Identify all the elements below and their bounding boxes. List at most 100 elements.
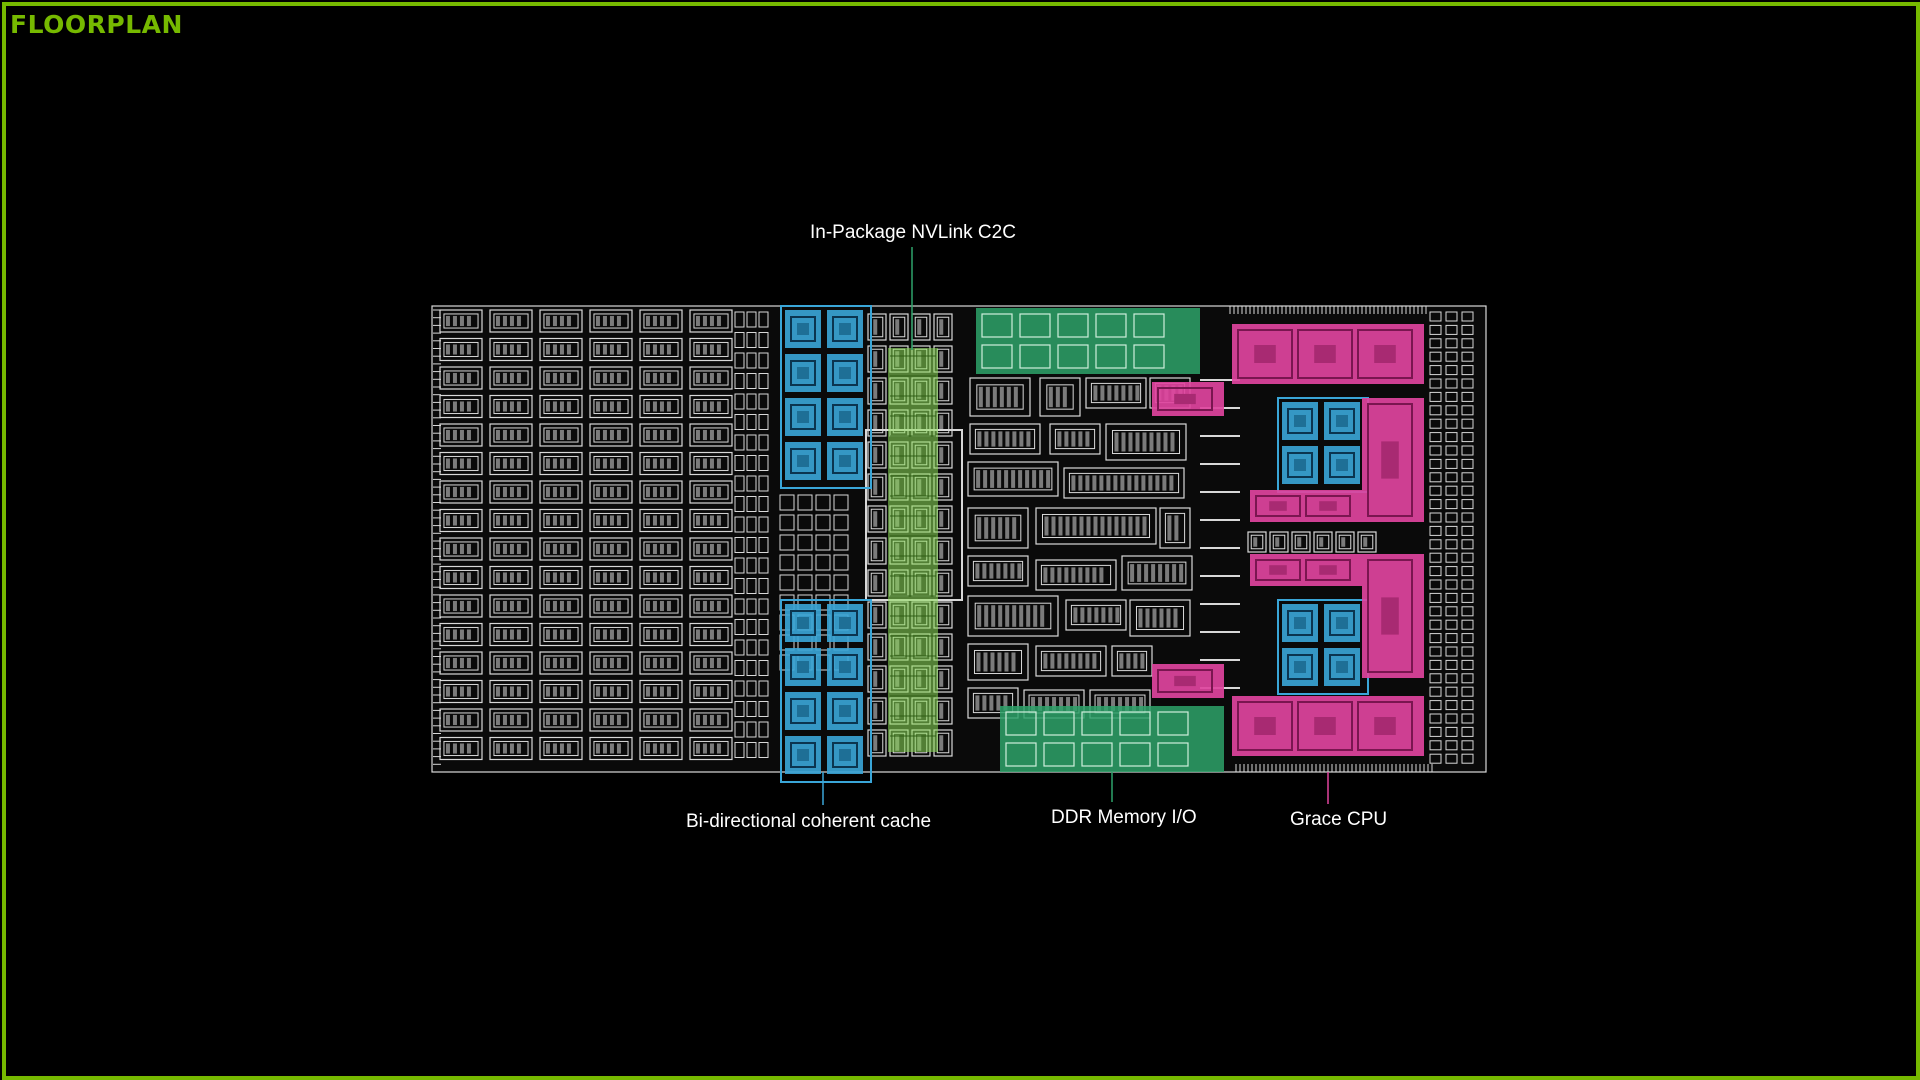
edge-io-cell (1445, 566, 1458, 577)
circuit-cell (1114, 516, 1119, 536)
circuit-block (867, 345, 887, 373)
edge-io-cell (1429, 713, 1442, 724)
circuit-block (589, 309, 633, 333)
circuit-block (1105, 423, 1187, 461)
edge-io-cell (1429, 619, 1442, 630)
circuit-cell (992, 386, 997, 408)
circuit-cell (873, 671, 878, 687)
circuit-cell (1165, 564, 1170, 582)
circuit-block (1121, 555, 1193, 591)
io-cell (734, 373, 745, 389)
circuit-block (589, 651, 633, 675)
circuit-block (539, 736, 583, 761)
edge-io-cell (1461, 512, 1474, 523)
edge-io-cell (1461, 753, 1474, 764)
io-cell (758, 352, 769, 369)
cache-label: Bi-directional coherent cache (686, 811, 932, 832)
ddr-cell (1095, 313, 1127, 338)
circuit-block-inner (543, 598, 579, 614)
circuit-cell (702, 629, 707, 640)
circuit-cell (509, 600, 514, 612)
circuit-cell (602, 629, 607, 640)
circuit-cell (466, 629, 471, 640)
circuit-cell (1064, 431, 1069, 447)
circuit-block (689, 736, 733, 761)
circuit-cell (509, 743, 514, 754)
circuit-block (867, 729, 887, 757)
circuit-cell (695, 600, 700, 612)
circuit-cell (975, 563, 980, 579)
circuit-block-inner (493, 370, 529, 386)
circuit-block (1313, 531, 1333, 553)
circuit-cell (616, 657, 621, 669)
circuit-cell (666, 543, 671, 555)
circuit-cell (552, 543, 557, 555)
circuit-block (867, 601, 887, 629)
circuit-cell (552, 657, 557, 669)
circuit-cell (1057, 431, 1062, 447)
circuit-cell (459, 572, 464, 583)
cache-tile-center (1294, 617, 1306, 629)
cache-tile-core (832, 360, 858, 386)
circuit-cell (602, 543, 607, 555)
edge-io-cell (1445, 351, 1458, 362)
cpu-core (1255, 559, 1301, 581)
circuit-block (639, 679, 683, 704)
circuit-block-inner (493, 313, 529, 329)
edge-io-cell (1429, 485, 1442, 496)
circuit-block-inner (643, 598, 679, 614)
circuit-block-inner (643, 313, 679, 329)
circuit-block-inner (1250, 534, 1264, 550)
circuit-cell (666, 600, 671, 612)
circuit-cell (1012, 517, 1017, 539)
circuit-cell (609, 686, 614, 697)
circuit-cell (1275, 537, 1280, 547)
circuit-block-inner (543, 569, 579, 586)
circuit-cell (984, 605, 989, 627)
circuit-block-inner (1127, 561, 1187, 585)
circuit-cell (1120, 475, 1125, 491)
circuit-cell (1026, 431, 1031, 447)
circuit-cell (645, 629, 650, 640)
circuit-cell (516, 743, 521, 754)
cpu-core-center (1254, 345, 1276, 363)
circuit-cell (645, 600, 650, 612)
circuit-cell (566, 315, 571, 327)
io-cell (746, 537, 757, 553)
circuit-block-inner (892, 316, 906, 338)
circuit-cell (709, 515, 714, 526)
cache-tile-center (1336, 661, 1348, 673)
circuit-cell (1026, 605, 1031, 627)
circuit-block-inner (643, 683, 679, 700)
circuit-block-inner (493, 398, 529, 415)
cache-tile-center (1336, 617, 1348, 629)
circuit-block (489, 309, 533, 333)
edge-io-cell (1461, 700, 1474, 711)
ddr-cell (1019, 313, 1051, 338)
circuit-block (539, 423, 583, 447)
circuit-cell (552, 572, 557, 583)
circuit-block (689, 622, 733, 647)
circuit-block (1063, 467, 1185, 499)
circuit-block-inner (693, 569, 729, 586)
circuit-block (1035, 507, 1157, 545)
circuit-cell (495, 486, 500, 498)
io-cell (746, 434, 757, 451)
cpu-core-center (1314, 717, 1336, 735)
circuit-block-inner (593, 740, 629, 757)
fabric-cell (779, 554, 795, 571)
cpu-core-center (1174, 675, 1196, 687)
circuit-cell (1013, 386, 1018, 408)
circuit-cell (545, 572, 550, 583)
circuit-cell (609, 344, 614, 355)
circuit-cell (602, 743, 607, 754)
circuit-cell (502, 714, 507, 726)
circuit-block (967, 555, 1029, 587)
fabric-cell (797, 514, 813, 531)
circuit-block (589, 622, 633, 647)
edge-io-cell (1461, 579, 1474, 590)
cache-tile-center (839, 705, 851, 717)
fabric-cell (815, 534, 831, 551)
fabric-cell (833, 514, 849, 531)
edge-io-cell (1445, 445, 1458, 456)
